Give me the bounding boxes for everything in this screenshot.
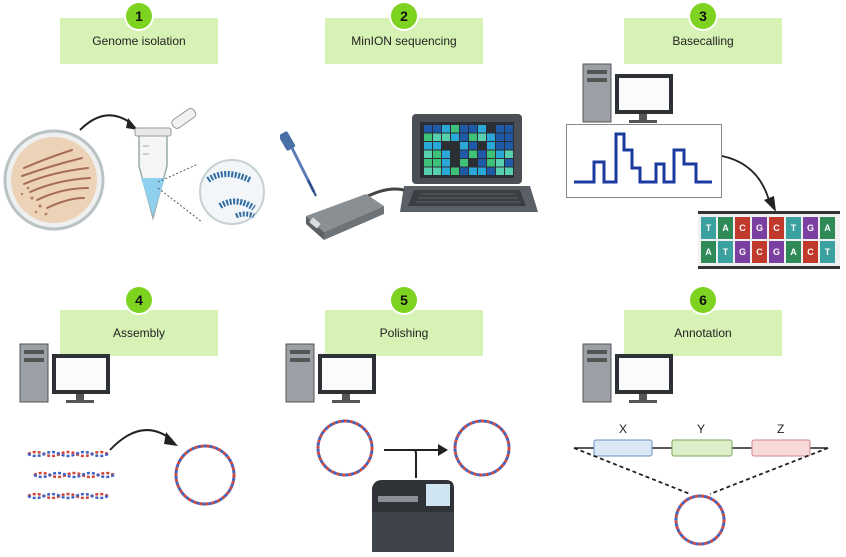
curved-arrow-icon	[109, 429, 178, 451]
computer-icon	[582, 63, 673, 123]
dna-basepair-panel: T A C G C T G A A T G C G A C T	[698, 211, 840, 269]
minion-device-illustration	[306, 187, 405, 240]
step-3-label: Basecalling	[672, 34, 734, 48]
computer-icon	[19, 343, 110, 403]
step-6-badge: 6	[690, 287, 716, 313]
base-bottom-6: A	[786, 241, 801, 263]
circular-genome-icon	[316, 419, 374, 477]
step-1-label: Genome isolation	[92, 34, 186, 48]
gene-label-x: X	[619, 422, 628, 436]
base-bottom-2: T	[718, 241, 733, 263]
base-bottom-8: T	[820, 241, 835, 263]
circular-genome-icon	[453, 419, 511, 477]
base-top-3: C	[735, 217, 750, 239]
dna-reads-illustration	[27, 450, 115, 500]
signal-trace-panel	[566, 124, 722, 198]
step-6-box: Annotation	[624, 310, 782, 356]
base-top-1: T	[701, 217, 716, 239]
step-3-badge: 3	[690, 3, 716, 29]
gene-label-y: Y	[697, 422, 706, 436]
step-5-label: Polishing	[379, 326, 429, 340]
base-top-6: T	[786, 217, 801, 239]
laptop-illustration	[400, 114, 538, 212]
step-2-label: MinION sequencing	[351, 34, 457, 48]
base-top-5: C	[769, 217, 784, 239]
step-6-label: Annotation	[674, 326, 732, 340]
tube-illustration	[134, 107, 197, 221]
step-5-badge: 5	[391, 287, 417, 313]
base-top-8: A	[820, 217, 835, 239]
curved-arrow-icon	[79, 114, 138, 131]
step-4-box: Assembly	[60, 310, 218, 356]
base-bottom-3: G	[735, 241, 750, 263]
base-top-2: A	[718, 217, 733, 239]
step-4-badge: 4	[126, 287, 152, 313]
sequencer-illustration	[372, 480, 454, 552]
gene-label-z: Z	[777, 422, 785, 436]
step-2-badge: 2	[391, 3, 417, 29]
dna-zoom-illustration	[157, 159, 265, 225]
petri-dish-illustration	[3, 129, 105, 231]
arrow-down-right-icon	[721, 155, 776, 212]
circular-genome-icon	[174, 444, 236, 506]
computer-icon	[285, 343, 376, 403]
step-5-box: Polishing	[325, 310, 483, 356]
base-bottom-4: C	[752, 241, 767, 263]
base-top-4: G	[752, 217, 767, 239]
step-3-box: Basecalling	[624, 18, 782, 64]
base-bottom-1: A	[701, 241, 716, 263]
base-bottom-7: C	[803, 241, 818, 263]
base-bottom-5: G	[769, 241, 784, 263]
annotation-genome-map	[573, 439, 829, 546]
computer-icon	[582, 343, 673, 403]
step-4-label: Assembly	[112, 326, 165, 340]
polishing-arrow-icon	[384, 444, 448, 478]
step-1-badge: 1	[126, 3, 152, 29]
base-top-7: G	[803, 217, 818, 239]
pipette-illustration	[280, 131, 317, 197]
